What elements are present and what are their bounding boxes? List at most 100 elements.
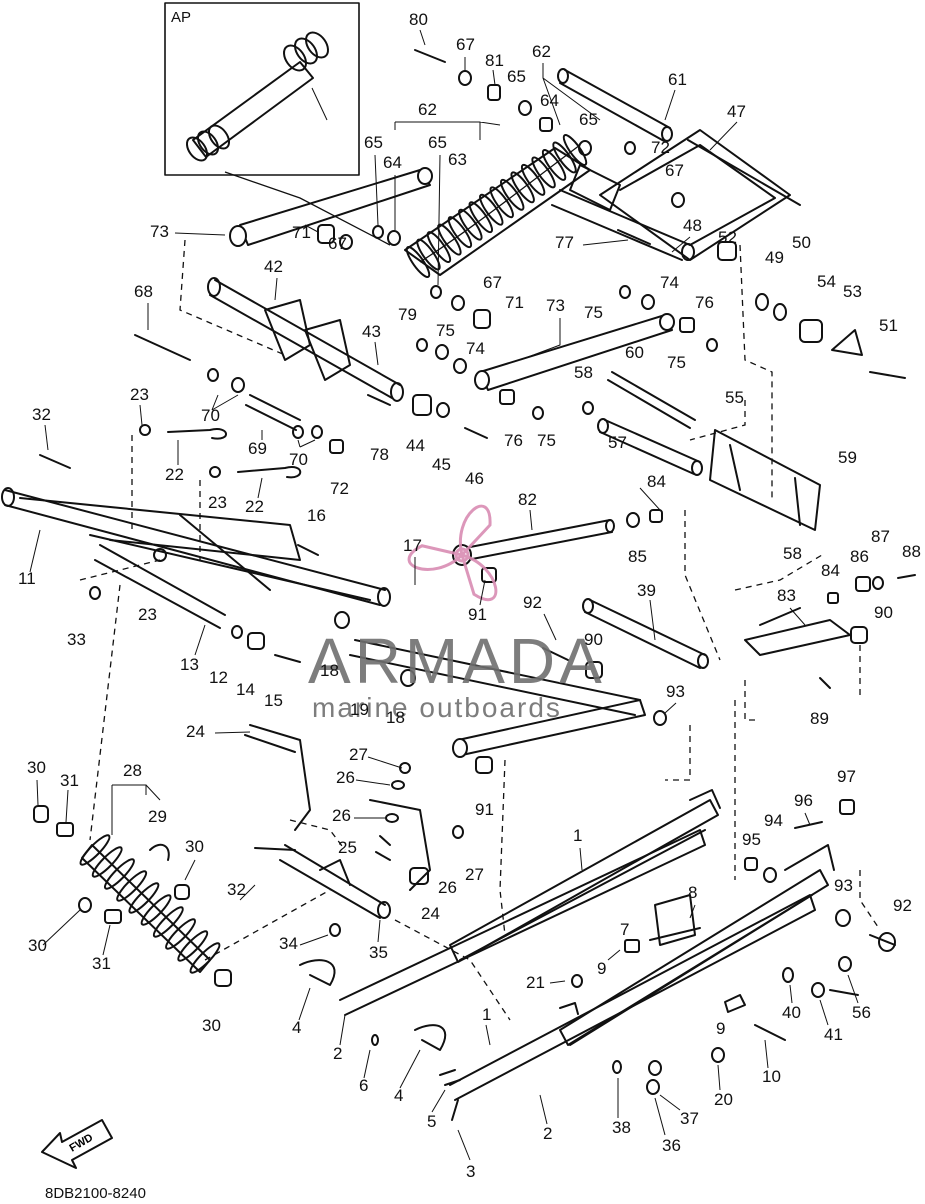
callout: 72 [330, 479, 349, 498]
callout: 7 [620, 920, 629, 939]
callout: 75 [667, 353, 686, 372]
boot-part-icon [185, 31, 329, 162]
callout: 21 [526, 973, 545, 992]
callout: 27 [465, 865, 484, 884]
bracket-55 [709, 429, 821, 531]
callout: 22 [245, 497, 264, 516]
callout: 30 [27, 758, 46, 777]
guide-lines [79, 239, 881, 1021]
callout: 90 [584, 630, 603, 649]
spring-coil [165, 918, 197, 950]
callout: 88 [902, 542, 921, 561]
callout: 61 [668, 70, 687, 89]
callout: 58 [783, 544, 802, 563]
callout: 67 [456, 35, 475, 54]
bracket-8 [649, 894, 701, 946]
callout: 96 [794, 791, 813, 810]
callout: 53 [843, 282, 862, 301]
arm-73-upper [229, 167, 433, 247]
callout: 76 [695, 293, 714, 312]
callout: 30 [185, 837, 204, 856]
callout: 31 [60, 771, 79, 790]
callout: 73 [150, 222, 169, 241]
callout: 13 [180, 655, 199, 674]
callout: 45 [432, 455, 451, 474]
diagram-code: 8DB2100-8240 [45, 1185, 146, 1202]
arm-19-link [349, 639, 646, 758]
callout: 40 [782, 1003, 801, 1022]
callout: 48 [683, 216, 702, 235]
callout: 90 [874, 603, 893, 622]
callout: 89 [810, 709, 829, 728]
callout: 60 [625, 343, 644, 362]
spring-coil [479, 193, 504, 226]
callout: 59 [838, 448, 857, 467]
watermark-brand: ARMADA [308, 625, 606, 697]
callout: 92 [523, 593, 542, 612]
callout: 4 [394, 1086, 403, 1105]
callout: 33 [67, 630, 86, 649]
callout: 93 [834, 876, 853, 895]
spring-coil [510, 171, 535, 204]
callout: 95 [742, 830, 761, 849]
callout: 27 [349, 745, 368, 764]
callout: 82 [518, 490, 537, 509]
watermark: ARMADA marine outboards [308, 504, 606, 723]
spring-coil [140, 894, 172, 926]
callout: 41 [824, 1025, 843, 1044]
spring-coil [116, 870, 148, 902]
callout: 29 [148, 807, 167, 826]
callout: 71 [505, 293, 524, 312]
callout: 65 [364, 133, 383, 152]
callout: 75 [537, 431, 556, 450]
callout: 30 [202, 1016, 221, 1035]
callout: 47 [727, 102, 746, 121]
spring-coil [489, 186, 514, 219]
rear-shock-upper [404, 134, 591, 278]
shaft-39 [582, 598, 709, 669]
spring-coil [416, 238, 441, 271]
callout: 49 [765, 248, 784, 267]
callout: 64 [383, 153, 402, 172]
callout: 35 [369, 943, 388, 962]
fwd-arrow-icon: FWD [41, 1119, 113, 1169]
spring-coil [405, 246, 431, 278]
spring-coil [458, 208, 483, 241]
fwd-label: FWD [68, 1132, 96, 1155]
callout: 31 [92, 954, 111, 973]
callout: 80 [409, 10, 428, 29]
callout: 62 [532, 42, 551, 61]
callout: 73 [546, 296, 565, 315]
callout: 81 [485, 51, 504, 70]
callout: 86 [850, 547, 869, 566]
callout: 70 [201, 406, 220, 425]
spring-coil [103, 858, 135, 890]
callout: 79 [398, 305, 417, 324]
callout: 2 [543, 1124, 552, 1143]
callout: 62 [418, 100, 437, 119]
callout: 28 [123, 761, 142, 780]
callout: 17 [403, 536, 422, 555]
callout: 65 [579, 110, 598, 129]
callout: 91 [475, 800, 494, 819]
callout: 78 [370, 445, 389, 464]
callout: 5 [427, 1112, 436, 1131]
callout: 77 [555, 233, 574, 252]
callout: 26 [438, 878, 457, 897]
callout: 37 [680, 1109, 699, 1128]
callout: 92 [893, 896, 912, 915]
callout: 46 [465, 469, 484, 488]
callout: 67 [665, 161, 684, 180]
callout: 24 [421, 904, 440, 923]
callout: 38 [612, 1118, 631, 1137]
callout: 20 [714, 1090, 733, 1109]
callout: 93 [666, 682, 685, 701]
shaft-60-57 [597, 371, 703, 476]
shaft-82 [452, 519, 615, 566]
callout: 94 [764, 811, 783, 830]
callout: 85 [628, 547, 647, 566]
callout: 23 [208, 493, 227, 512]
callout: 36 [662, 1136, 681, 1155]
spring-coil [189, 942, 221, 974]
